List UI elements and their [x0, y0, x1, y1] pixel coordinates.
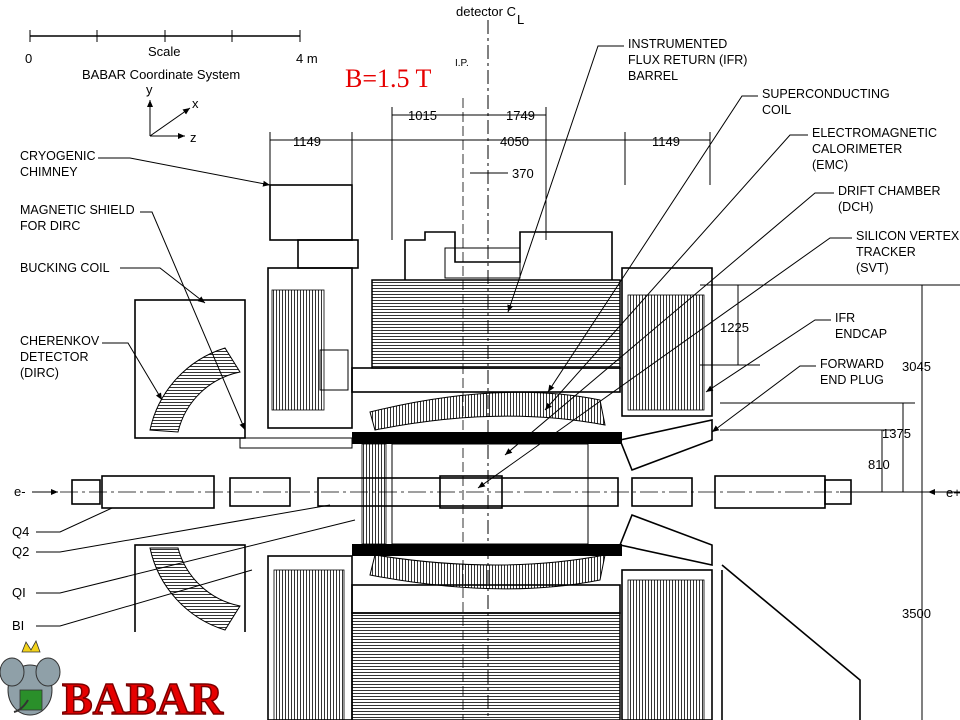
- label-q4: Q4: [12, 524, 29, 539]
- coordinate-title: BABAR Coordinate System: [82, 67, 240, 82]
- logo-text: BABAR: [62, 673, 224, 720]
- right-dimensions: 1225 3045 1375 810 3500: [700, 284, 960, 720]
- scale-label: Scale: [148, 44, 181, 59]
- label-e-plus: e+: [946, 485, 960, 500]
- label-q2: Q2: [12, 544, 29, 559]
- coordinate-system: BABAR Coordinate System y x z: [82, 67, 240, 145]
- label-q1: QI: [12, 585, 26, 600]
- axis-z-label: z: [190, 130, 197, 145]
- dim-3045: 3045: [902, 359, 931, 374]
- dim-3500: 3500: [902, 606, 931, 621]
- label-b1: BI: [12, 618, 24, 633]
- label-dch: DRIFT CHAMBER(DCH): [838, 184, 941, 214]
- dim-1015: 1015: [408, 108, 437, 123]
- scale-end: 4 m: [296, 51, 318, 66]
- axis-y-label: y: [146, 82, 153, 97]
- dim-1149-right: 1149: [652, 134, 680, 149]
- axis-x-label: x: [192, 96, 199, 111]
- label-e-minus: e-: [14, 484, 26, 499]
- scale-start: 0: [25, 51, 32, 66]
- dim-1375: 1375: [882, 426, 911, 441]
- dim-370: 370: [512, 166, 534, 181]
- label-bucking-coil: BUCKING COIL: [20, 261, 110, 275]
- dim-4050: 4050: [500, 134, 529, 149]
- dim-1225: 1225: [720, 320, 749, 335]
- top-dimensions: 1149 1015 1749 4050 1149 370: [269, 107, 711, 240]
- babar-logo: BABAR: [0, 632, 258, 720]
- elephant-mascot-icon: [0, 640, 61, 716]
- ip-label: I.P.: [455, 58, 469, 69]
- dim-1149-left: 1149: [293, 134, 321, 149]
- detector-body: [71, 184, 861, 720]
- dim-810: 810: [868, 457, 890, 472]
- detector-axis-sub: L: [517, 12, 524, 27]
- dim-1749: 1749: [506, 108, 535, 123]
- detector-axis-label: detector C: [456, 4, 516, 19]
- field-label: B=1.5 T: [345, 64, 432, 93]
- scale-bar: 0 Scale 4 m: [25, 30, 318, 66]
